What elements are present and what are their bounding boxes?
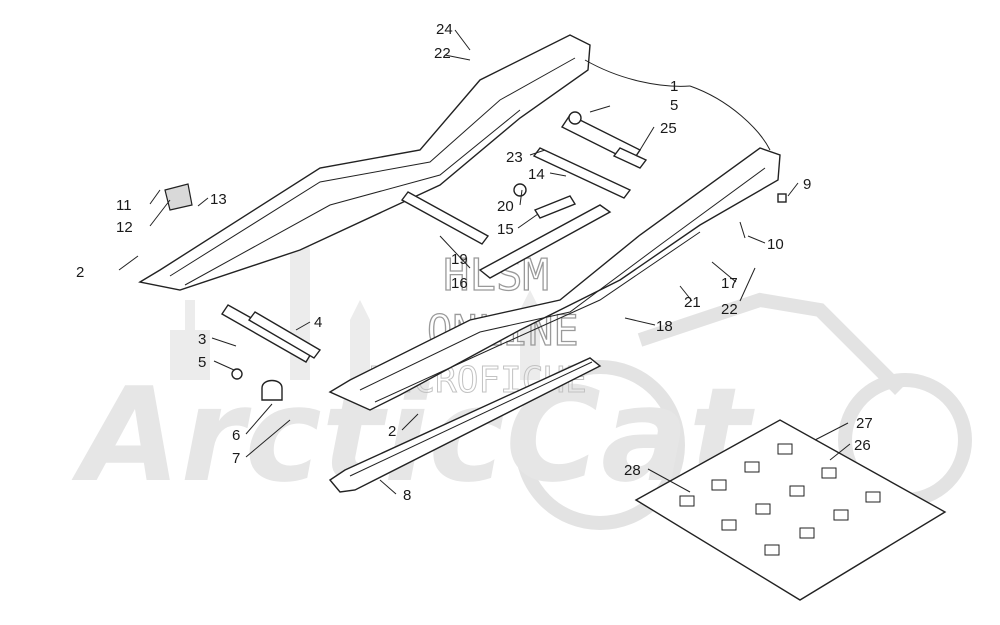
callout-5a: 5	[198, 354, 206, 371]
callout-3: 3	[198, 331, 206, 348]
callout-15: 15	[497, 221, 514, 238]
small-hardware	[164, 111, 787, 401]
callout-20: 20	[497, 198, 514, 215]
skyline-silhouette	[170, 210, 540, 380]
callout-22b: 22	[721, 301, 738, 318]
callout-10: 10	[767, 236, 784, 253]
callout-8: 8	[403, 487, 411, 504]
callout-5b: 5	[670, 97, 678, 114]
callout-16: 16	[451, 275, 468, 292]
callout-14: 14	[528, 166, 545, 183]
callout-1: 1	[670, 78, 678, 95]
callout-27: 27	[856, 415, 873, 432]
callout-11: 11	[116, 197, 132, 214]
callout-2a: 2	[76, 264, 84, 281]
callout-28: 28	[624, 462, 641, 479]
callout-25: 25	[660, 120, 677, 137]
track	[634, 419, 947, 601]
callout-12: 12	[116, 219, 133, 236]
callout-21: 21	[684, 294, 701, 311]
callout-6: 6	[232, 427, 240, 444]
slide-bracket	[478, 195, 612, 279]
wear-strip	[328, 357, 602, 493]
callout-2b: 2	[388, 423, 396, 440]
right-rail	[328, 147, 781, 411]
callout-24: 24	[436, 21, 453, 38]
callout-9: 9	[803, 176, 811, 193]
callouts: 1 2 2 3 4 5 5 6 7 8 9 10 11 12 13 14 15 …	[76, 21, 873, 504]
leader-lines	[118, 29, 851, 495]
callout-13: 13	[210, 191, 227, 208]
callout-23: 23	[506, 149, 523, 166]
callout-17: 17	[721, 275, 738, 292]
callout-26: 26	[854, 437, 871, 454]
left-rail	[138, 34, 591, 291]
callout-19: 19	[451, 251, 468, 268]
callout-4: 4	[314, 314, 322, 331]
callout-7: 7	[232, 450, 240, 467]
callout-18: 18	[656, 318, 673, 335]
callout-22a: 22	[434, 45, 451, 62]
